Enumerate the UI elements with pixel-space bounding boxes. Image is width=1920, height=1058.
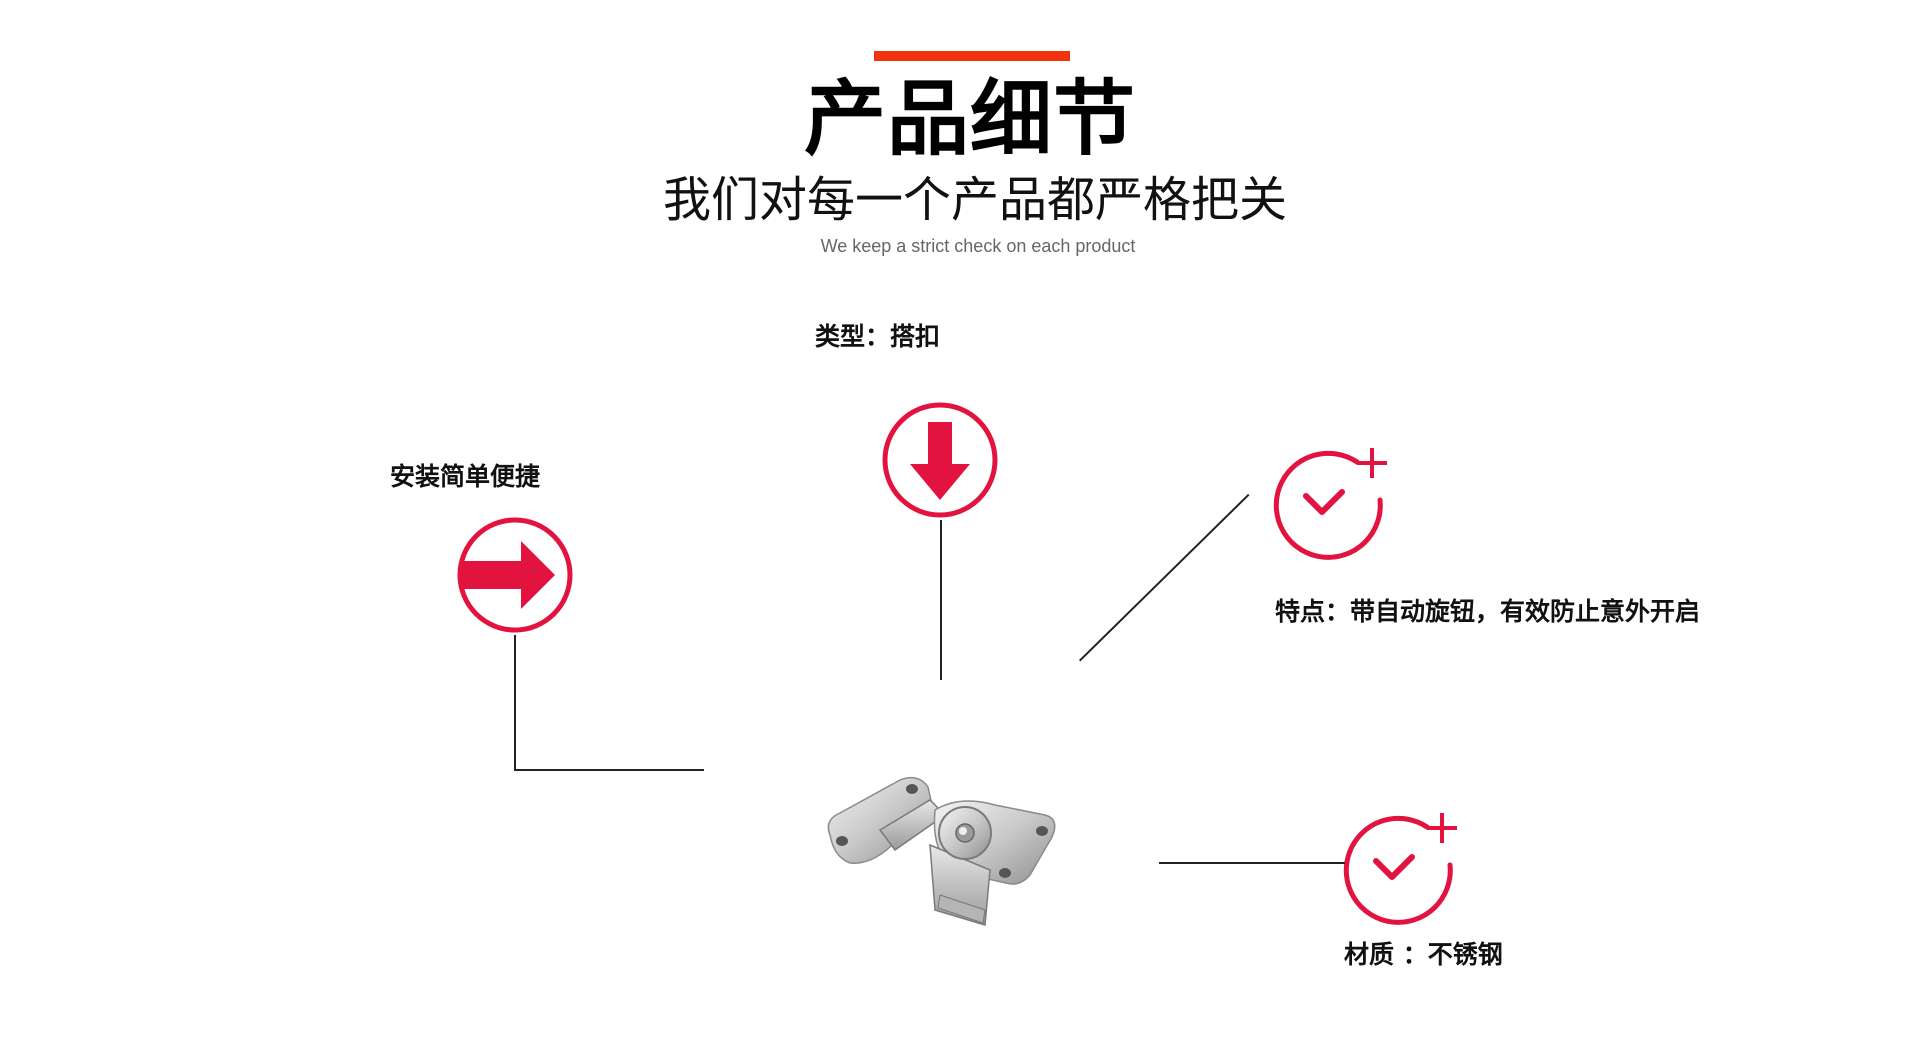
connector-line-material bbox=[1159, 862, 1345, 864]
right-arrow-circle-icon bbox=[457, 517, 573, 633]
clock-plus-icon bbox=[1343, 813, 1457, 925]
page-title: 产品细节 bbox=[803, 72, 1136, 167]
page-subtitle: 我们对每一个产品都严格把关 bbox=[662, 172, 1287, 228]
feature-type-label: 类型：搭扣 bbox=[815, 322, 941, 351]
clock-plus-icon bbox=[1273, 448, 1387, 560]
connector-line-install-horizontal bbox=[514, 769, 704, 771]
connector-line-type bbox=[940, 520, 942, 680]
feature-material-label: 材质 ：不锈钢 bbox=[1344, 940, 1503, 969]
feature-auto-knob-label: 特点：带自动旋钮，有效防止意外开启 bbox=[1275, 597, 1701, 626]
connector-line-feature bbox=[1079, 493, 1250, 662]
connector-line-install-vertical bbox=[514, 635, 516, 770]
latch-product-image bbox=[827, 776, 1056, 926]
title-accent-bar bbox=[874, 51, 1070, 61]
down-arrow-circle-icon bbox=[882, 402, 998, 518]
page-subtitle-english: We keep a strict check on each product bbox=[820, 236, 1136, 256]
feature-install-label: 安装简单便捷 bbox=[390, 462, 541, 491]
